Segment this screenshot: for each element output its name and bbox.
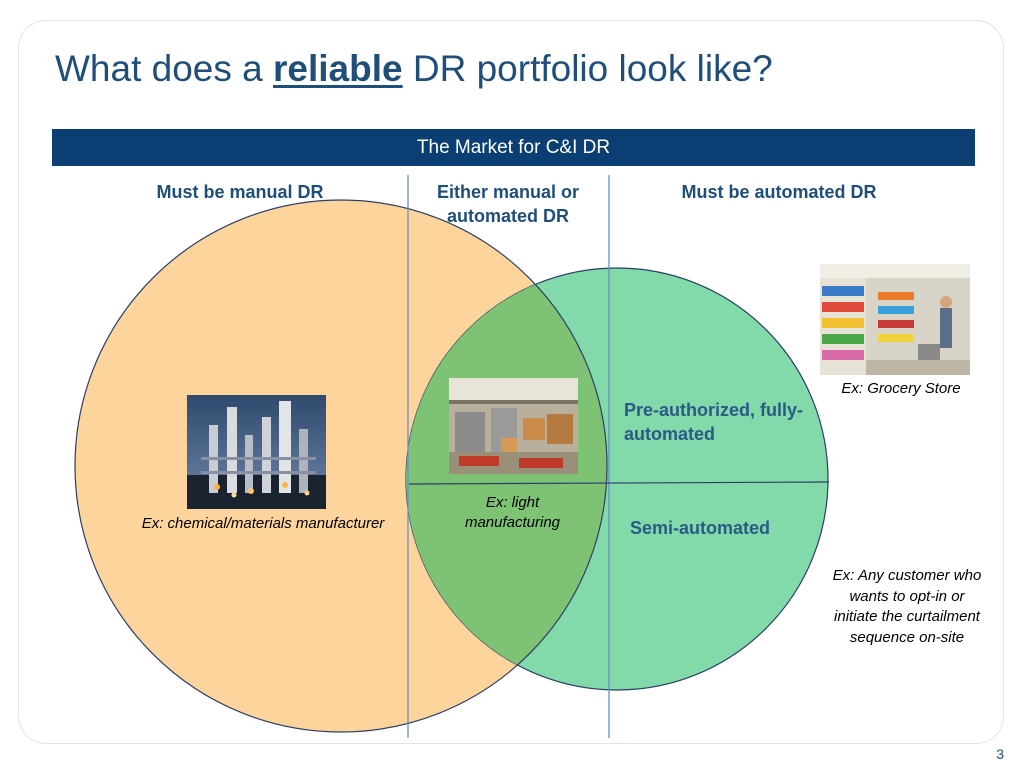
title-text-before: What does a <box>55 48 274 89</box>
chemical-plant-photo <box>187 395 326 509</box>
column-header-either: Either manual or automated DR <box>436 182 580 226</box>
overlap-outline <box>406 268 608 690</box>
column-header-automated: Must be automated DR <box>681 182 877 202</box>
light-manufacturing-photo <box>449 378 578 474</box>
example-any-customer-caption: Ex: Any customer who wants to opt-in or … <box>832 567 982 646</box>
title-text-after: DR portfolio look like? <box>402 48 773 89</box>
column-header-manual: Must be manual DR <box>156 182 324 202</box>
example-light-manufacturing-caption: Ex: light manufacturing <box>464 494 561 531</box>
horizontal-split-line <box>408 481 830 485</box>
label-semi-automated: Semi-automated <box>630 518 771 538</box>
grocery-store-photo <box>820 264 970 375</box>
example-chemical-caption: Ex: chemical/materials manufacturer <box>141 515 385 532</box>
slide-title: What does a reliable DR portfolio look l… <box>55 48 773 90</box>
label-pre-authorized: Pre-authorized, fully-automated <box>624 400 804 444</box>
slide-frame <box>18 20 1004 744</box>
example-grocery-caption: Ex: Grocery Store <box>841 380 961 397</box>
overlap-region <box>406 268 607 690</box>
title-emphasis: reliable <box>273 48 403 89</box>
page-number: 3 <box>996 746 1004 762</box>
market-banner: The Market for C&I DR <box>52 129 975 166</box>
